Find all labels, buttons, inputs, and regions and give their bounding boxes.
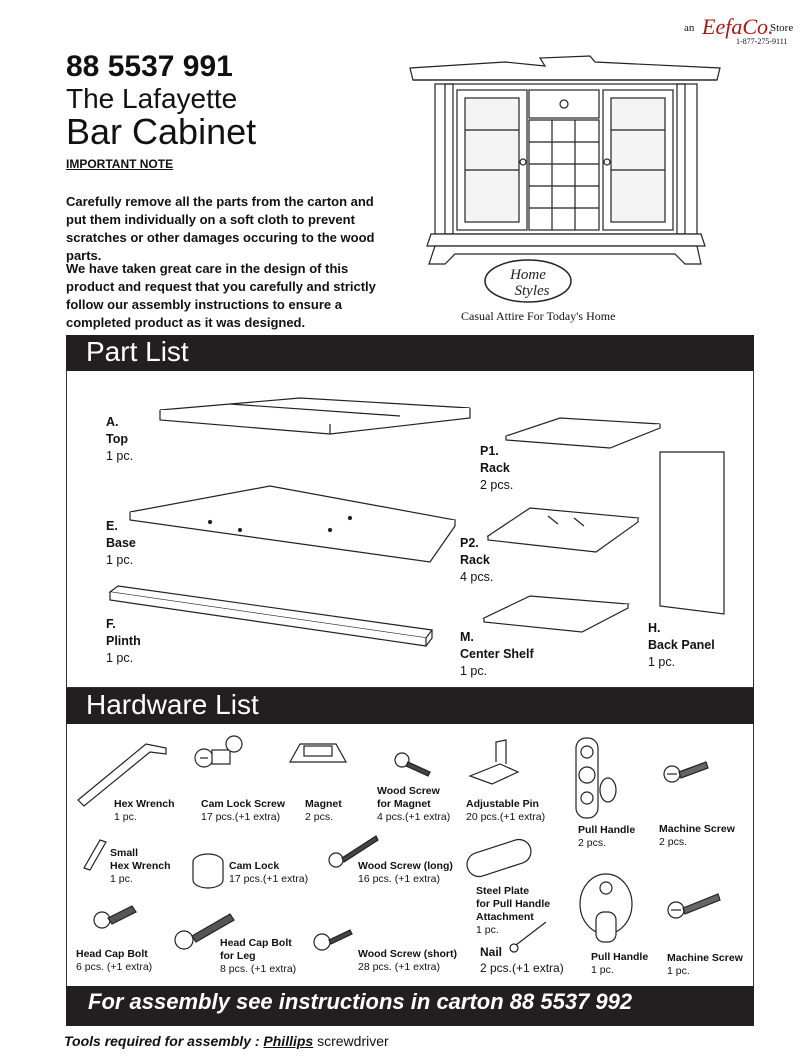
note-paragraph-1: Carefully remove all the parts from the … <box>66 194 375 263</box>
machine-screw-2-icon <box>667 893 721 919</box>
product-number: 88 5537 991 <box>66 50 233 83</box>
cam-lock-icon <box>192 853 224 889</box>
store-word: Store <box>770 22 794 34</box>
hw-label-wood-screw-short: Wood Screw (short)28 pcs. (+1 extra) <box>358 948 457 973</box>
pull-handle-icon <box>575 737 617 819</box>
home-styles-logo: Home Styles <box>484 259 572 303</box>
magnet-icon <box>288 743 348 763</box>
note-paragraph-2: We have taken great care in the design o… <box>66 261 376 330</box>
important-note: IMPORTANT NOTE <box>66 157 174 171</box>
store-logo: an EefaCo. Store 1-877-275-9111 <box>684 14 804 48</box>
wood-screw-short-icon <box>313 929 353 951</box>
tools-required: Tools required for assembly : Phillips s… <box>64 1033 389 1049</box>
hardware-list-bar: Hardware List <box>66 688 754 724</box>
tools-suffix: screwdriver <box>313 1033 389 1049</box>
hex-wrench-icon <box>77 743 167 807</box>
assembly-note-bar: For assembly see instructions in carton … <box>66 986 754 1026</box>
part-list-bar: Part List <box>66 335 754 371</box>
machine-screw-icon <box>663 761 709 783</box>
tools-prefix: Tools required for assembly : <box>64 1033 264 1049</box>
head-cap-bolt-leg-icon <box>174 913 235 950</box>
head-cap-bolt-icon <box>93 905 137 929</box>
part-list-heading: Part List <box>86 336 189 367</box>
steel-plate-icon <box>466 838 532 878</box>
hardware-list-heading: Hardware List <box>86 689 259 720</box>
store-an: an <box>684 22 695 34</box>
small-hex-wrench-icon <box>83 839 107 871</box>
title-line2: Bar Cabinet <box>66 111 257 152</box>
part-list-box <box>66 370 754 688</box>
cabinet-illustration <box>409 55 721 265</box>
part-top-drawing <box>159 397 471 435</box>
tagline: Casual Attire For Today's Home <box>461 309 616 323</box>
store-phone: 1-877-275-9111 <box>736 37 788 46</box>
nail-icon <box>509 921 547 953</box>
part-center-shelf-drawing <box>481 595 631 633</box>
tools-tool: Phillips <box>263 1033 314 1049</box>
part-base-drawing <box>129 485 457 563</box>
part-rack-p1-drawing <box>505 417 661 449</box>
adjustable-pin-icon <box>468 739 520 785</box>
logo-styles: Styles <box>515 283 550 299</box>
part-back-panel-drawing <box>659 451 725 615</box>
logo-home: Home <box>509 267 546 283</box>
hw-label-wood-screw-long: Wood Screw (long)16 pcs. (+1 extra) <box>358 860 453 885</box>
part-rack-p2-drawing <box>486 507 640 553</box>
part-plinth-drawing <box>108 585 434 647</box>
assembly-note: For assembly see instructions in carton … <box>88 989 633 1014</box>
pull-handle-ring-icon <box>579 873 633 943</box>
title-line1: The Lafayette <box>66 83 238 114</box>
wood-screw-long-icon <box>328 835 379 868</box>
cam-lock-screw-icon <box>194 735 243 768</box>
store-brand: EefaCo. <box>702 14 774 39</box>
wood-screw-magnet-icon <box>394 752 431 777</box>
